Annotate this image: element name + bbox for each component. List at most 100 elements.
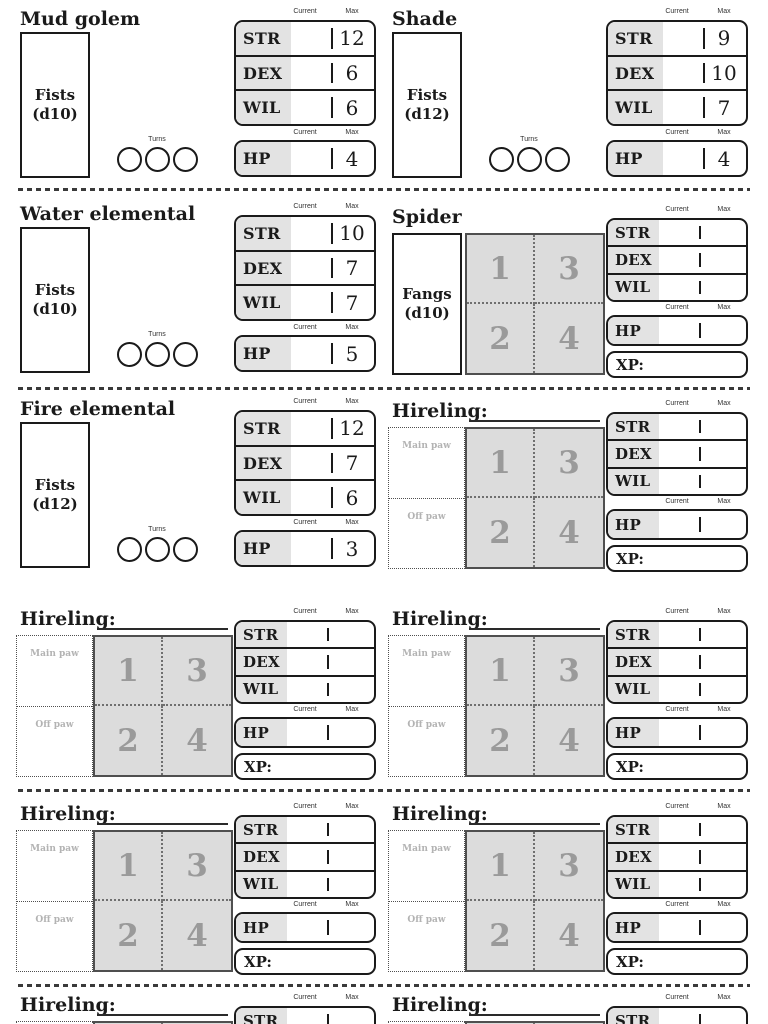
stat-current-cell[interactable] bbox=[280, 719, 327, 746]
stat-max-cell[interactable] bbox=[702, 817, 742, 842]
stat-current-cell[interactable] bbox=[280, 622, 327, 647]
turn-circle[interactable] bbox=[488, 147, 514, 172]
stat-current-cell[interactable] bbox=[284, 22, 331, 55]
stat-current-cell[interactable] bbox=[284, 337, 331, 370]
stat-current-cell[interactable] bbox=[284, 252, 331, 285]
stat-current-cell[interactable] bbox=[652, 914, 699, 941]
damage-grid-cell-1[interactable]: 1 bbox=[467, 235, 535, 304]
damage-grid-cell-4[interactable]: 4 bbox=[535, 498, 603, 567]
turn-circle[interactable] bbox=[144, 342, 170, 367]
damage-grid-cell-4[interactable]: 4 bbox=[535, 706, 603, 775]
damage-grid-cell-3[interactable]: 3 bbox=[535, 235, 603, 304]
stat-current-cell[interactable] bbox=[652, 677, 699, 702]
damage-grid-cell-1[interactable]: 1 bbox=[467, 429, 535, 498]
stat-current-cell[interactable] bbox=[652, 844, 699, 869]
stat-max-cell[interactable] bbox=[702, 677, 742, 702]
stat-current-cell[interactable] bbox=[280, 844, 327, 869]
damage-grid-cell-1[interactable]: 1 bbox=[467, 637, 535, 706]
stat-current-cell[interactable] bbox=[280, 1008, 327, 1024]
hireling-name-line[interactable] bbox=[97, 823, 228, 825]
stat-current-cell[interactable] bbox=[652, 414, 699, 439]
stat-max-cell[interactable] bbox=[702, 914, 742, 941]
stat-current-cell[interactable] bbox=[284, 217, 331, 250]
stat-max-cell[interactable] bbox=[702, 622, 742, 647]
stat-current-cell[interactable] bbox=[652, 872, 699, 897]
stat-current-cell[interactable] bbox=[652, 649, 699, 674]
turn-circle[interactable] bbox=[116, 537, 142, 562]
turn-circle[interactable] bbox=[172, 537, 198, 562]
xp-box[interactable]: XP: bbox=[606, 545, 748, 572]
damage-grid-cell-2[interactable]: 2 bbox=[467, 706, 535, 775]
hireling-name-line[interactable] bbox=[469, 1014, 600, 1016]
damage-grid-cell-4[interactable]: 4 bbox=[535, 304, 603, 373]
stat-current-cell[interactable] bbox=[284, 532, 331, 565]
damage-grid-cell-2[interactable]: 2 bbox=[467, 498, 535, 567]
stat-max-cell[interactable] bbox=[330, 677, 370, 702]
stat-current-cell[interactable] bbox=[284, 412, 331, 445]
stat-current-cell[interactable] bbox=[284, 481, 331, 514]
stat-current-cell[interactable] bbox=[656, 91, 703, 124]
stat-current-cell[interactable] bbox=[284, 286, 331, 319]
stat-max-cell[interactable] bbox=[702, 414, 742, 439]
xp-box[interactable]: XP: bbox=[234, 948, 376, 975]
turn-circle[interactable] bbox=[144, 537, 170, 562]
stat-current-cell[interactable] bbox=[284, 142, 331, 175]
stat-max-cell[interactable] bbox=[702, 220, 742, 245]
off-paw-slot[interactable]: Off paw bbox=[389, 902, 464, 972]
stat-current-cell[interactable] bbox=[656, 22, 703, 55]
turn-circle[interactable] bbox=[116, 342, 142, 367]
stat-current-cell[interactable] bbox=[652, 220, 699, 245]
damage-grid-cell-1[interactable]: 1 bbox=[95, 637, 163, 706]
main-paw-slot[interactable]: Main paw bbox=[389, 831, 464, 902]
damage-grid-cell-2[interactable]: 2 bbox=[467, 901, 535, 970]
stat-current-cell[interactable] bbox=[656, 57, 703, 90]
hireling-name-line[interactable] bbox=[469, 420, 600, 422]
xp-box[interactable]: XP: bbox=[606, 351, 748, 378]
stat-current-cell[interactable] bbox=[284, 91, 331, 124]
off-paw-slot[interactable]: Off paw bbox=[17, 707, 92, 777]
stat-current-cell[interactable] bbox=[280, 914, 327, 941]
damage-grid-cell-1[interactable]: 1 bbox=[95, 832, 163, 901]
stat-max-cell[interactable] bbox=[702, 511, 742, 538]
stat-current-cell[interactable] bbox=[284, 57, 331, 90]
main-paw-slot[interactable]: Main paw bbox=[17, 831, 92, 902]
hireling-name-line[interactable] bbox=[469, 823, 600, 825]
stat-current-cell[interactable] bbox=[284, 447, 331, 480]
turn-circle[interactable] bbox=[516, 147, 542, 172]
stat-max-cell[interactable] bbox=[330, 719, 370, 746]
stat-max-cell[interactable] bbox=[330, 844, 370, 869]
damage-grid-cell-3[interactable]: 3 bbox=[163, 832, 231, 901]
damage-grid-cell-4[interactable]: 4 bbox=[163, 706, 231, 775]
main-paw-slot[interactable]: Main paw bbox=[17, 636, 92, 707]
damage-grid-cell-3[interactable]: 3 bbox=[535, 637, 603, 706]
stat-max-cell[interactable] bbox=[702, 275, 742, 300]
off-paw-slot[interactable]: Off paw bbox=[389, 707, 464, 777]
stat-current-cell[interactable] bbox=[656, 142, 703, 175]
turn-circle[interactable] bbox=[116, 147, 142, 172]
turn-circle[interactable] bbox=[144, 147, 170, 172]
stat-current-cell[interactable] bbox=[652, 622, 699, 647]
main-paw-slot[interactable]: Main paw bbox=[389, 636, 464, 707]
stat-max-cell[interactable] bbox=[330, 649, 370, 674]
damage-grid-cell-3[interactable]: 3 bbox=[163, 637, 231, 706]
hireling-name-line[interactable] bbox=[469, 628, 600, 630]
xp-box[interactable]: XP: bbox=[606, 753, 748, 780]
turn-circle[interactable] bbox=[172, 342, 198, 367]
stat-current-cell[interactable] bbox=[652, 317, 699, 344]
damage-grid-cell-3[interactable]: 3 bbox=[535, 832, 603, 901]
stat-max-cell[interactable] bbox=[330, 872, 370, 897]
stat-current-cell[interactable] bbox=[652, 719, 699, 746]
stat-current-cell[interactable] bbox=[652, 511, 699, 538]
off-paw-slot[interactable]: Off paw bbox=[17, 902, 92, 972]
damage-grid-cell-3[interactable]: 3 bbox=[535, 429, 603, 498]
xp-box[interactable]: XP: bbox=[606, 948, 748, 975]
stat-max-cell[interactable] bbox=[330, 817, 370, 842]
hireling-name-line[interactable] bbox=[97, 1014, 228, 1016]
stat-max-cell[interactable] bbox=[702, 649, 742, 674]
stat-max-cell[interactable] bbox=[702, 317, 742, 344]
stat-current-cell[interactable] bbox=[652, 441, 699, 466]
damage-grid-cell-2[interactable]: 2 bbox=[95, 706, 163, 775]
stat-current-cell[interactable] bbox=[280, 872, 327, 897]
stat-max-cell[interactable] bbox=[330, 1008, 370, 1024]
stat-max-cell[interactable] bbox=[702, 844, 742, 869]
